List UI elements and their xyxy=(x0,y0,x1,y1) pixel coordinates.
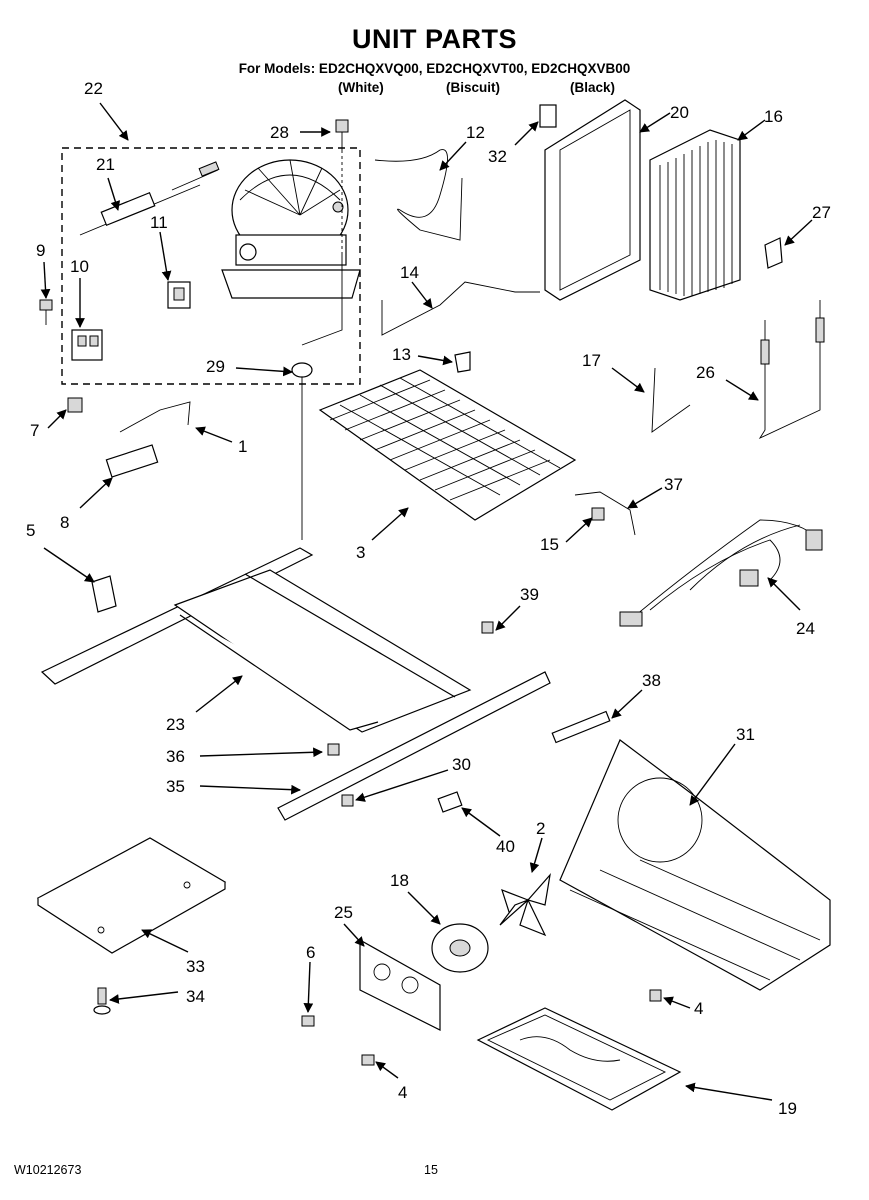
callout-22: 22 xyxy=(84,79,103,98)
callout-1: 1 xyxy=(238,437,247,456)
callout-39: 39 xyxy=(520,585,539,604)
cover-33-illustration xyxy=(36,837,227,954)
screw-9-illustration xyxy=(39,299,53,325)
screw-6-illustration xyxy=(301,1015,315,1027)
compressor-illustration xyxy=(221,159,361,299)
callout-11: 11 xyxy=(150,213,168,232)
clip-27-illustration xyxy=(764,237,783,269)
callout-29: 29 xyxy=(206,357,225,376)
variant-black: (Black) xyxy=(570,80,616,95)
callout-25: 25 xyxy=(334,903,353,922)
callout-leaders xyxy=(40,102,813,1101)
clip-32-illustration xyxy=(539,104,557,128)
screw-28-illustration xyxy=(335,119,349,150)
callout-38: 38 xyxy=(642,671,661,690)
condenser-shroud-illustration xyxy=(544,99,641,301)
callout-2: 2 xyxy=(536,819,545,838)
evaporator-3-illustration xyxy=(318,369,577,521)
callout-27: 27 xyxy=(812,203,831,222)
callout-9: 9 xyxy=(36,241,45,260)
rail-35-illustration xyxy=(277,671,551,821)
screw-4-right-illustration xyxy=(649,989,662,1002)
tube-12-illustration xyxy=(374,149,463,241)
insulation-8-illustration xyxy=(105,444,159,478)
callout-36: 36 xyxy=(166,747,185,766)
callout-7: 7 xyxy=(30,421,39,440)
callout-16: 16 xyxy=(764,107,783,126)
screw-15-illustration xyxy=(591,507,605,521)
tube-14-illustration xyxy=(381,281,540,336)
motor-bracket-25-illustration xyxy=(359,938,441,1031)
tube-26-fitting xyxy=(760,339,770,365)
callout-17: 17 xyxy=(582,351,601,370)
overload-relay-illustration xyxy=(167,281,191,309)
callout-21: 21 xyxy=(96,155,115,174)
page-number: 15 xyxy=(424,1163,438,1177)
bracket-13-illustration xyxy=(454,351,471,373)
callout-28: 28 xyxy=(270,123,289,142)
callout-24: 24 xyxy=(796,619,815,638)
callout-numbers: 22 28 12 32 20 16 21 11 9 10 27 14 29 13… xyxy=(26,79,831,1118)
callout-26: 26 xyxy=(696,363,715,382)
callout-6: 6 xyxy=(306,943,315,962)
callout-4-lower: 4 xyxy=(398,1083,407,1102)
wire-17-illustration xyxy=(651,367,691,433)
plug-7-illustration xyxy=(67,397,83,413)
drier-tube-illustration xyxy=(79,161,220,236)
callout-5: 5 xyxy=(26,521,35,540)
doc-number: W10212673 xyxy=(14,1163,82,1177)
callout-30: 30 xyxy=(452,755,471,774)
wire-1-illustration xyxy=(119,401,191,433)
callout-35: 35 xyxy=(166,777,185,796)
page-title: UNIT PARTS xyxy=(352,24,517,54)
callout-8: 8 xyxy=(60,513,69,532)
variant-biscuit: (Biscuit) xyxy=(446,80,500,95)
strap-38-illustration xyxy=(551,710,611,744)
callout-10: 10 xyxy=(70,257,89,276)
tube-26-illustration xyxy=(758,300,821,440)
callout-15: 15 xyxy=(540,535,559,554)
callout-32: 32 xyxy=(488,147,507,166)
compressor-kit-boundary xyxy=(61,147,361,385)
variant-white: (White) xyxy=(338,80,384,95)
callout-20: 20 xyxy=(670,103,689,122)
models-line: For Models: ED2CHQXVQ00, ED2CHQXVT00, ED… xyxy=(238,61,631,76)
wire-harness-24-illustration xyxy=(619,519,823,627)
callout-40: 40 xyxy=(496,837,515,856)
wire-37-illustration xyxy=(574,491,636,536)
base-frame-23-illustration xyxy=(40,547,472,733)
callout-4-right: 4 xyxy=(694,999,703,1018)
callout-14: 14 xyxy=(400,263,419,282)
condenser-16-illustration xyxy=(649,129,741,301)
screw-4-lower-illustration xyxy=(361,1054,375,1066)
callout-33: 33 xyxy=(186,957,205,976)
fan-motor-18-illustration xyxy=(431,923,489,973)
callout-31: 31 xyxy=(736,725,755,744)
relay-10-illustration xyxy=(71,329,103,361)
callout-13: 13 xyxy=(392,345,411,364)
callout-12: 12 xyxy=(466,123,485,142)
pin-34-illustration xyxy=(93,987,111,1015)
callout-37: 37 xyxy=(664,475,683,494)
callout-34: 34 xyxy=(186,987,205,1006)
callout-3: 3 xyxy=(356,543,365,562)
screw-36-illustration xyxy=(327,743,340,756)
callout-23: 23 xyxy=(166,715,185,734)
fan-housing-31-illustration xyxy=(559,739,831,991)
bushing-40-illustration xyxy=(437,791,463,813)
tube-26-fitting-right xyxy=(815,317,825,343)
fan-blade-2-illustration xyxy=(499,873,551,937)
callout-19: 19 xyxy=(778,1099,797,1118)
screw-39-illustration xyxy=(481,621,494,634)
bracket-5-illustration xyxy=(91,575,117,613)
screw-30-illustration xyxy=(341,794,354,807)
callout-18: 18 xyxy=(390,871,409,890)
drain-pan-19-illustration xyxy=(476,1007,682,1111)
